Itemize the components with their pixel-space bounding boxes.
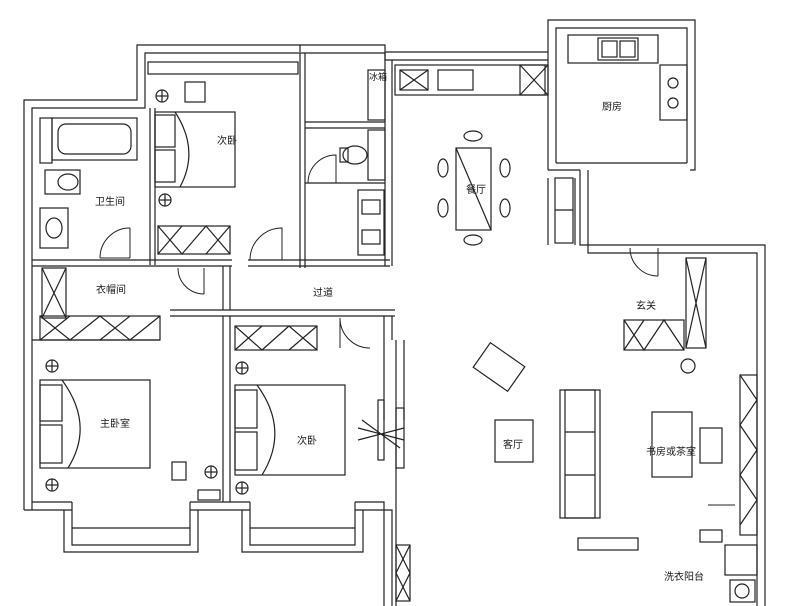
room-label-dining: 餐厅 [466, 185, 486, 196]
room-label-master-bedroom: 主卧室 [100, 419, 130, 430]
room-label-cloakroom: 衣帽间 [96, 285, 126, 296]
exterior-walls [23, 19, 766, 606]
study-furniture [651, 374, 758, 536]
room-label-kitchen: 厨房 [602, 102, 622, 113]
room-label-second-bedroom: 次卧 [217, 136, 237, 147]
kitchen-fixtures [394, 34, 688, 244]
bathroom-fixtures [39, 117, 138, 249]
foyer-cabinets [623, 257, 707, 374]
laundry-balcony-fixtures [699, 529, 758, 603]
room-label-fridge: 冰箱 [369, 73, 388, 83]
balcony-bays [63, 502, 364, 553]
room-label-study: 书房或茶室 [646, 447, 696, 458]
living-room-furniture [472, 341, 639, 551]
interior-walls [32, 53, 687, 606]
room-label-foyer: 玄关 [636, 301, 656, 312]
doors [99, 154, 735, 506]
second-bedroom-furniture [147, 61, 299, 255]
room-label-laundry-balcony: 洗衣阳台 [664, 572, 704, 583]
toilet-storage [339, 69, 386, 256]
dining-set [437, 130, 511, 246]
master-bedroom-furniture [39, 359, 221, 501]
entrance-shelving [395, 544, 411, 602]
cloakroom-wardrobes [39, 267, 161, 341]
room-label-third-bedroom: 次卧 [297, 436, 317, 447]
room-label-corridor: 过道 [313, 288, 333, 299]
room-label-living: 客厅 [503, 440, 523, 451]
room-label-bathroom: 卫生间 [95, 197, 125, 208]
third-bedroom-furniture [234, 325, 405, 495]
